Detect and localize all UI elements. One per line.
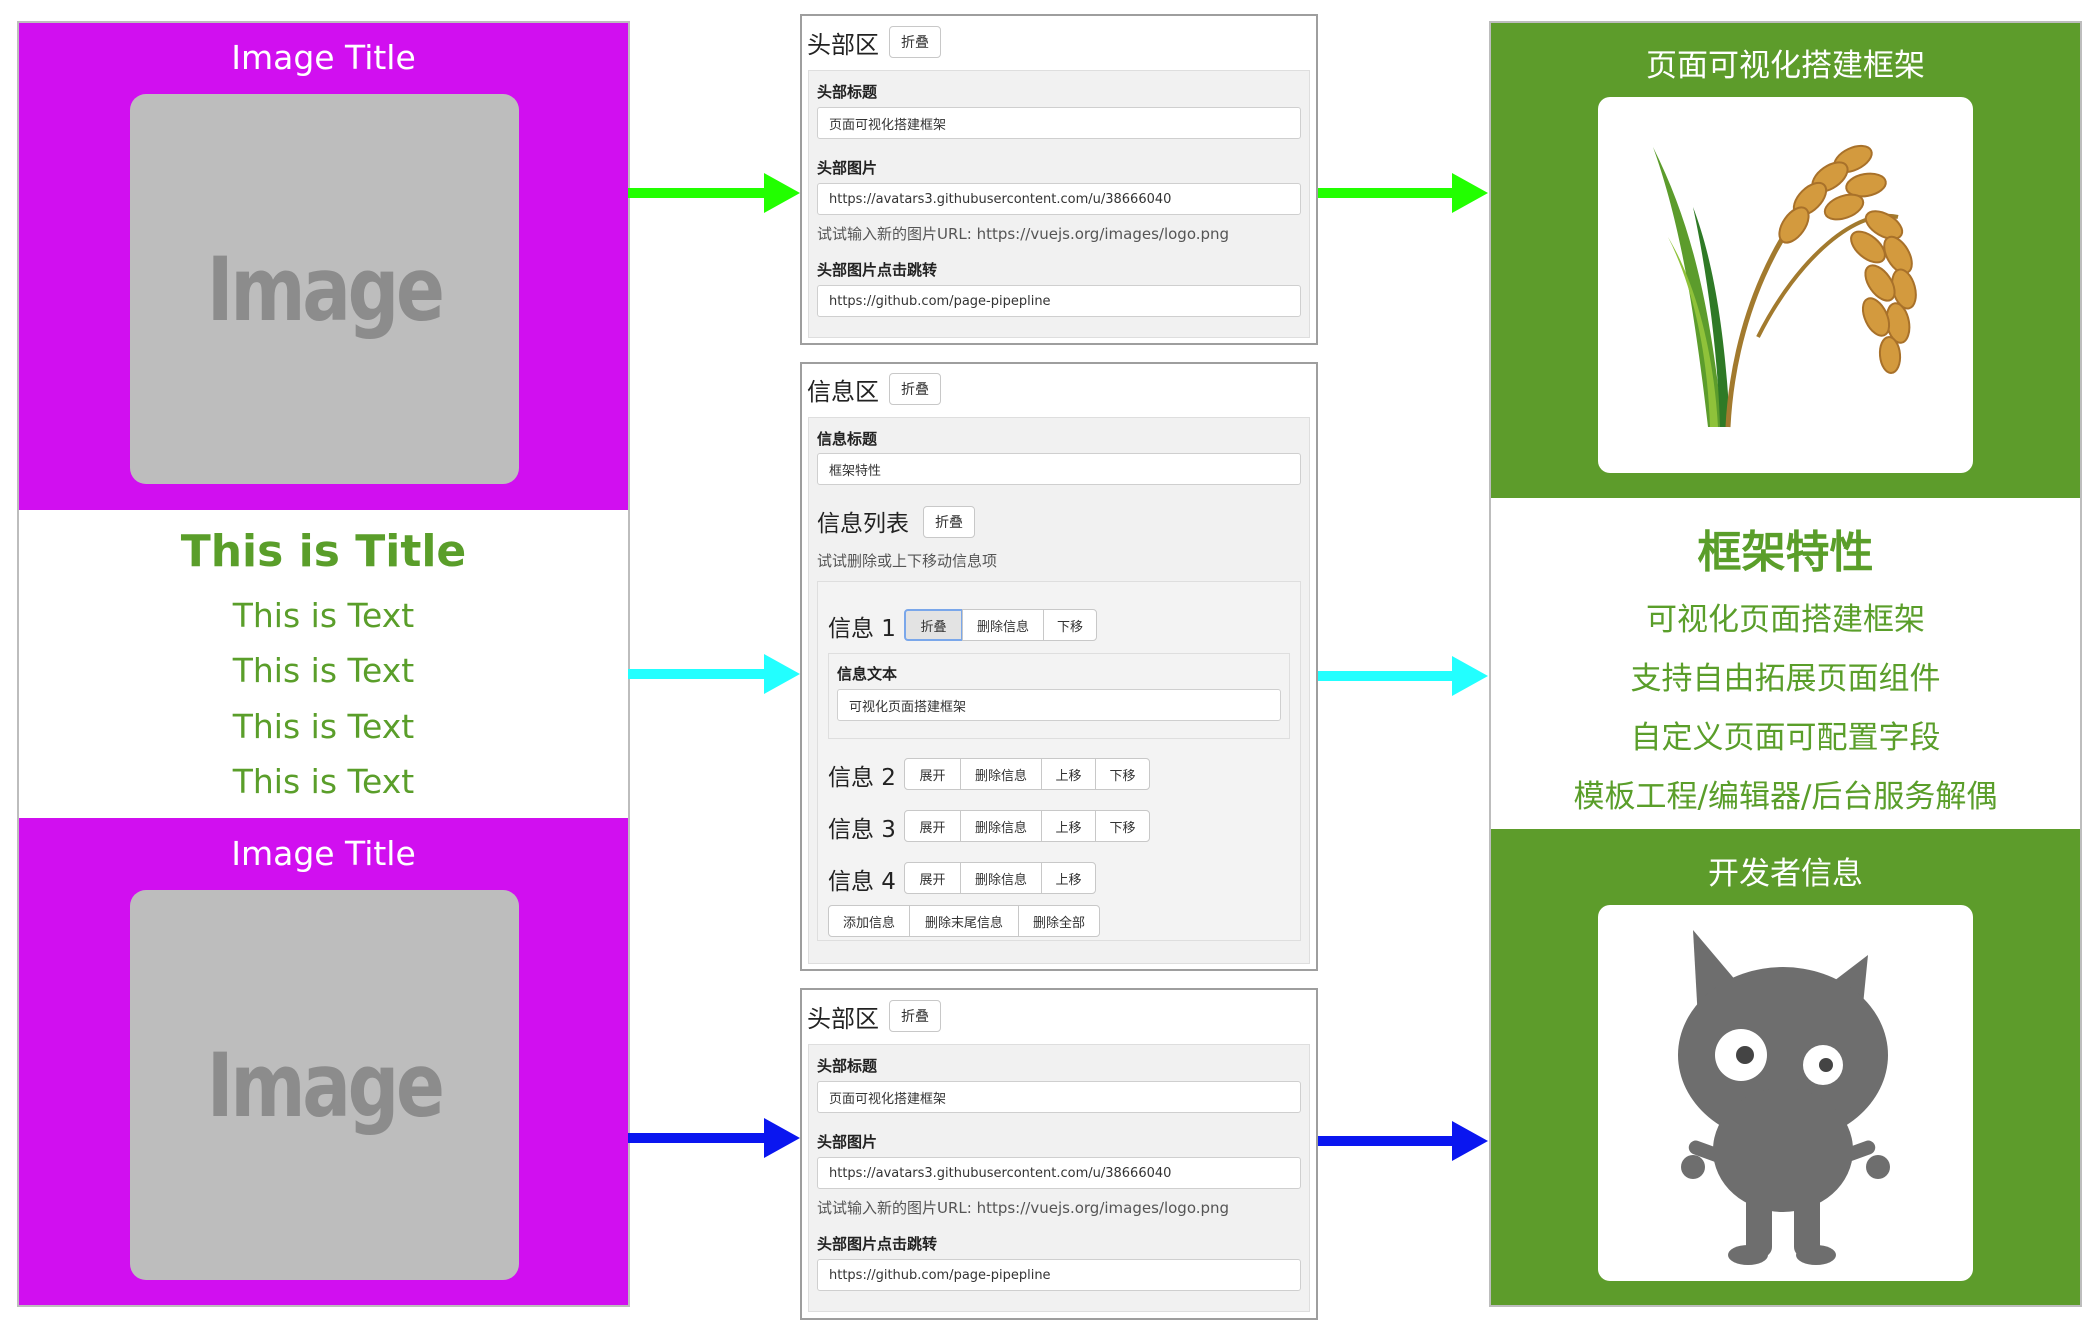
result-column	[1489, 21, 2082, 1307]
header-link-label: 头部图片点击跳转	[817, 261, 938, 279]
header-image-hint: 试试输入新的图片URL: https://vuejs.org/images/lo…	[817, 225, 1230, 243]
template-title: This is Title	[180, 526, 467, 577]
rice-plant-icon	[1598, 97, 1973, 473]
result-developer-title: 开发者信息	[1708, 856, 1863, 892]
header-link-input[interactable]: https://github.com/page-pipepline	[817, 1259, 1301, 1291]
info-item-label: 信息 1	[828, 616, 896, 642]
result-feature-3: 自定义页面可配置字段	[1630, 720, 1941, 756]
expand-button[interactable]: 展开	[904, 862, 961, 894]
arrow-template-to-footer-editor	[628, 1118, 800, 1158]
move-down-button[interactable]: 下移	[1095, 758, 1150, 790]
template-image-title-bottom: Image Title	[231, 834, 416, 873]
move-down-button[interactable]: 下移	[1095, 810, 1150, 842]
delete-all-button[interactable]: 删除全部	[1018, 905, 1100, 937]
template-text-3: This is Text	[232, 707, 415, 746]
header-title-input[interactable]: 页面可视化搭建框架	[817, 1081, 1301, 1113]
info-title-label: 信息标题	[817, 430, 878, 448]
template-text-1: This is Text	[232, 596, 415, 635]
move-down-button[interactable]: 下移	[1043, 609, 1097, 641]
move-up-button[interactable]: 上移	[1041, 810, 1096, 842]
delete-item-button[interactable]: 删除信息	[960, 810, 1042, 842]
template-image-title-top: Image Title	[231, 38, 416, 77]
header-title-label: 头部标题	[817, 83, 878, 101]
header-image-label: 头部图片	[817, 1133, 878, 1151]
arrow-template-to-header-editor	[628, 173, 800, 213]
expand-button[interactable]: 展开	[904, 810, 961, 842]
image-placeholder-top: Image	[130, 94, 519, 484]
info-text-input[interactable]: 可视化页面搭建框架	[837, 689, 1281, 721]
delete-item-button[interactable]: 删除信息	[960, 758, 1042, 790]
template-text-4: This is Text	[232, 762, 415, 801]
header-image-input[interactable]: https://avatars3.githubusercontent.com/u…	[817, 1157, 1301, 1189]
delete-last-button[interactable]: 删除末尾信息	[909, 905, 1019, 937]
arrow-template-to-info-editor	[628, 654, 800, 694]
expand-button[interactable]: 展开	[904, 758, 961, 790]
info-item-1-buttons: 折叠 删除信息 下移	[904, 609, 1097, 641]
info-item-label: 信息 2	[828, 765, 896, 791]
header-title-label: 头部标题	[817, 1057, 878, 1075]
panel-heading: 信息区	[807, 378, 879, 406]
template-text-2: This is Text	[232, 651, 415, 690]
list-fold-button[interactable]: 折叠	[923, 506, 975, 538]
header-link-label: 头部图片点击跳转	[817, 1235, 938, 1253]
fold-button[interactable]: 折叠	[889, 26, 941, 58]
delete-item-button[interactable]: 删除信息	[962, 609, 1044, 641]
arrow-info-editor-to-result	[1316, 656, 1488, 696]
collapse-button[interactable]: 折叠	[904, 609, 963, 641]
panel-heading: 头部区	[807, 1005, 879, 1033]
delete-item-button[interactable]: 删除信息	[960, 862, 1042, 894]
arrow-header-editor-to-result	[1316, 173, 1488, 213]
result-feature-2: 支持自由拓展页面组件	[1630, 661, 1941, 697]
move-up-button[interactable]: 上移	[1041, 758, 1096, 790]
header-image-input[interactable]: https://avatars3.githubusercontent.com/u…	[817, 183, 1301, 215]
info-item-label: 信息 3	[828, 817, 896, 843]
cat-mascot-icon	[1598, 905, 1973, 1281]
info-item-label: 信息 4	[828, 869, 896, 895]
result-header-title: 页面可视化搭建框架	[1646, 48, 1925, 84]
result-features-title: 框架特性	[1697, 527, 1874, 578]
move-up-button[interactable]: 上移	[1041, 862, 1096, 894]
panel-heading: 头部区	[807, 31, 879, 59]
info-list-actions: 添加信息 删除末尾信息 删除全部	[828, 905, 1100, 937]
header-title-input[interactable]: 页面可视化搭建框架	[817, 107, 1301, 139]
template-text-block	[19, 510, 628, 818]
info-list-heading: 信息列表	[817, 511, 909, 537]
template-column	[17, 21, 630, 1307]
header-image-label: 头部图片	[817, 159, 878, 177]
image-placeholder-bottom: Image	[130, 890, 519, 1280]
fold-button[interactable]: 折叠	[889, 1000, 941, 1032]
info-item-2-buttons: 展开 删除信息 上移 下移	[904, 758, 1150, 790]
add-item-button[interactable]: 添加信息	[828, 905, 910, 937]
result-feature-1: 可视化页面搭建框架	[1646, 602, 1925, 638]
info-item-3-buttons: 展开 删除信息 上移 下移	[904, 810, 1150, 842]
info-text-label: 信息文本	[837, 665, 898, 683]
header-link-input[interactable]: https://github.com/page-pipepline	[817, 285, 1301, 317]
arrow-footer-editor-to-result	[1316, 1121, 1488, 1161]
result-feature-4: 模板工程/编辑器/后台服务解偶	[1573, 779, 1998, 815]
info-list-hint: 试试删除或上下移动信息项	[817, 552, 998, 570]
info-item-4-buttons: 展开 删除信息 上移	[904, 862, 1096, 894]
info-title-input[interactable]: 框架特性	[817, 453, 1301, 485]
fold-button[interactable]: 折叠	[889, 373, 941, 405]
header-image-hint: 试试输入新的图片URL: https://vuejs.org/images/lo…	[817, 1199, 1230, 1217]
